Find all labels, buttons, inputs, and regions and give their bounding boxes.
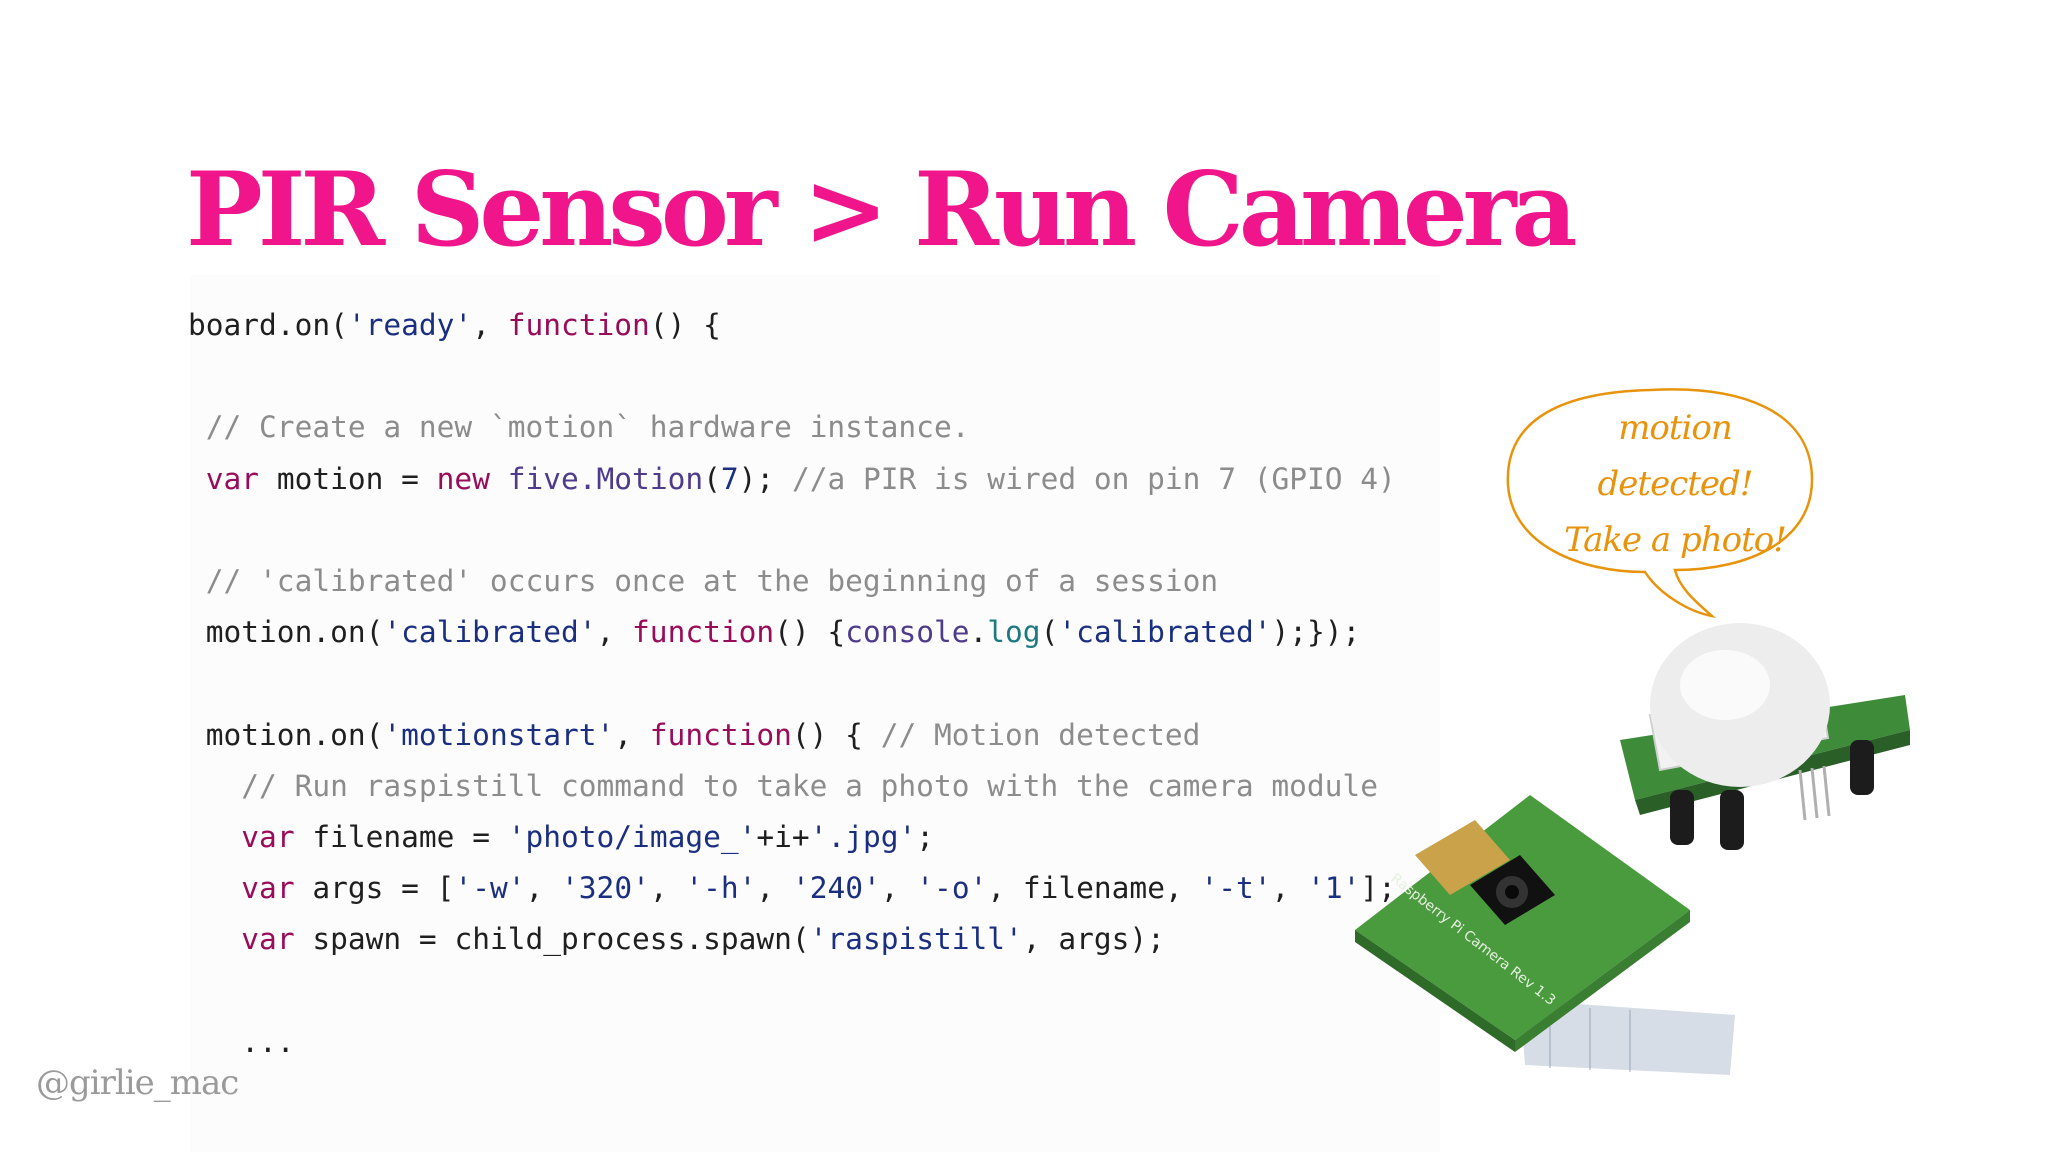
code-token: () { <box>649 308 721 342</box>
code-token: motion = <box>259 461 437 496</box>
code-line: var spawn = child_process.spawn('raspist… <box>188 914 1396 965</box>
code-token: '240' <box>791 871 881 906</box>
code-token: motion.on( <box>188 717 384 752</box>
code-line <box>188 505 1396 556</box>
hardware-illustration: Raspberry Pi Camera Rev 1.3 <box>1355 623 1910 1075</box>
code-token: ... <box>188 1024 295 1059</box>
code-token: , <box>596 615 633 650</box>
pir-sensor-icon <box>1620 623 1910 850</box>
code-line: // Create a new `motion` hardware instan… <box>188 402 1396 453</box>
code-line <box>188 351 1396 402</box>
code-token: , <box>1271 871 1308 906</box>
code-line: // 'calibrated' occurs once at the begin… <box>188 556 1396 607</box>
code-token <box>188 871 241 905</box>
code-token <box>188 922 241 956</box>
bubble-line-2: Take a photo! <box>1564 520 1787 560</box>
code-block: board.on('ready', function() { // Create… <box>188 300 1396 1068</box>
code-token: five.Motion <box>507 461 704 496</box>
code-token: , <box>880 871 917 906</box>
code-token: ; <box>916 819 935 854</box>
code-line: var motion = new five.Motion(7); //a PIR… <box>188 454 1396 505</box>
code-token: // Run raspistill command to take a phot… <box>188 768 1378 803</box>
code-token: var <box>241 819 295 854</box>
code-token: 'calibrated' <box>1058 615 1272 650</box>
code-token: '-h' <box>685 871 757 906</box>
code-token: var <box>241 871 295 906</box>
code-token <box>490 462 508 496</box>
code-token: //a PIR is wired on pin 7 (GPIO 4) <box>791 461 1396 496</box>
code-token: , <box>756 871 792 906</box>
code-line: motion.on('calibrated', function() {cons… <box>188 607 1396 658</box>
code-token: () { <box>774 615 846 650</box>
code-token: , <box>472 308 508 342</box>
code-token: , filename, <box>987 871 1201 906</box>
code-token: // Create a new `motion` hardware instan… <box>188 410 970 445</box>
code-token: function <box>632 615 775 650</box>
slide-title: PIR Sensor > Run Camera <box>186 150 1578 270</box>
author-handle: @girlie_mac <box>36 1063 239 1103</box>
code-token: function <box>649 717 792 752</box>
code-token: board.on( <box>188 308 348 342</box>
code-token: +i+ <box>756 819 810 854</box>
code-token: );}); <box>1271 615 1361 650</box>
code-line <box>188 658 1396 709</box>
code-token: '.jpg' <box>809 819 917 854</box>
code-token: 'ready' <box>347 308 473 342</box>
code-token: '-w' <box>454 871 526 906</box>
code-line: board.on('ready', function() { <box>188 300 1396 351</box>
code-token: , args); <box>1022 922 1165 957</box>
code-token: var <box>241 922 295 957</box>
code-token: ( <box>1040 615 1059 650</box>
code-token: 'motionstart' <box>383 717 615 752</box>
bubble-line-1: motion detected! <box>1597 408 1754 504</box>
code-token: spawn = child_process.spawn( <box>294 922 810 957</box>
code-token <box>188 820 241 854</box>
code-token: () { <box>791 717 881 752</box>
code-token: args = [ <box>294 871 455 906</box>
code-token: 'photo/image_' <box>507 819 757 854</box>
code-token: , <box>614 717 650 752</box>
speech-bubble-text: motion detected! Take a photo! <box>1555 400 1795 568</box>
code-token: ); <box>738 461 792 496</box>
code-token: 'raspistill' <box>809 922 1023 957</box>
code-token: function <box>507 308 650 342</box>
code-token: log <box>987 615 1041 650</box>
code-line: ... <box>188 1017 1396 1068</box>
code-line: var args = ['-w', '320', '-h', '240', '-… <box>188 863 1396 914</box>
code-line <box>188 965 1396 1016</box>
code-token: ( <box>703 461 721 496</box>
code-token: 7 <box>720 461 739 496</box>
code-panel-background <box>190 275 1440 1152</box>
code-token: '1' <box>1307 871 1361 906</box>
code-line: // Run raspistill command to take a phot… <box>188 761 1396 812</box>
code-token: '320' <box>561 871 650 906</box>
code-token: filename = <box>294 819 508 854</box>
code-token: console <box>845 615 970 650</box>
code-token: motion.on( <box>188 615 384 650</box>
code-line: motion.on('motionstart', function() { //… <box>188 710 1396 761</box>
code-token: // Motion detected <box>880 717 1201 752</box>
code-token: // 'calibrated' occurs once at the begin… <box>188 563 1219 598</box>
code-token: ]; <box>1360 871 1396 906</box>
speech-bubble-icon <box>1506 388 1814 619</box>
code-token: '-o' <box>916 871 988 906</box>
code-token: 'calibrated' <box>383 615 597 650</box>
code-token: . <box>969 615 988 650</box>
code-line: var filename = 'photo/image_'+i+'.jpg'; <box>188 812 1396 863</box>
code-token: , <box>525 871 562 906</box>
code-token <box>188 462 206 496</box>
code-token: new <box>436 461 490 496</box>
code-token: '-t' <box>1200 871 1272 906</box>
code-token: , <box>649 871 686 906</box>
code-token: var <box>205 461 260 496</box>
